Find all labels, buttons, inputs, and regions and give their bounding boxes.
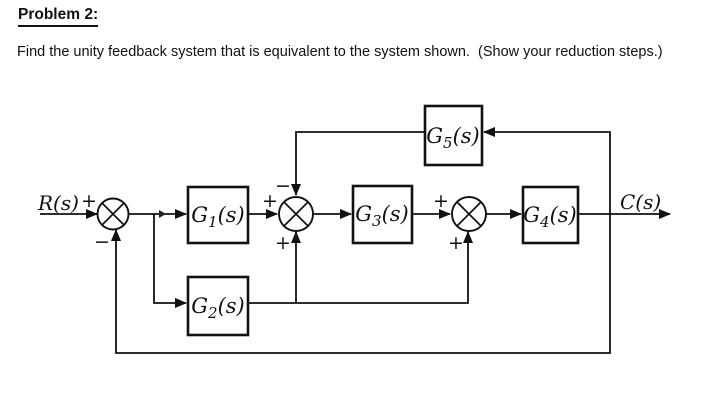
sum3-left-sign: + [433,190,449,212]
block-g4 [521,185,580,245]
sum3-x-icon [456,201,482,227]
block-g2-label: G2(s) [191,294,245,322]
block-g4-label: G4(s) [523,203,577,231]
sum1-left-sign: + [81,190,97,212]
output-label: C(s) [620,190,661,214]
block-g5 [423,104,484,167]
problem-instructions: Find the unity feedback system that is e… [17,44,663,60]
summing-junction-1 [96,197,130,231]
branch-to-g2-line [153,214,187,308]
g5-to-sum2-top-line [291,131,425,196]
outer-feedback-line [111,214,611,354]
summing-junction-2 [278,196,314,232]
block-g3 [351,184,414,245]
sum2-x-icon [283,201,309,227]
takeoff-to-g5-line [483,127,611,214]
block-g3-label: G3(s) [355,202,409,230]
block-g1-label: G1(s) [191,203,245,231]
g2-to-sum3-bottom-line [248,231,473,304]
problem-title: Problem 2: [18,5,99,27]
sum2-left-sign: + [262,190,278,212]
sum1-bottom-sign: − [94,231,110,253]
input-label: R(s) [37,191,79,215]
mid-arrowhead-icon [159,210,166,218]
sum1-x-icon [101,202,125,226]
block-g2 [186,275,250,337]
sum2-top-sign: − [275,175,291,197]
sum2-bottom-sign: + [275,232,291,254]
summing-junction-3 [451,196,487,232]
block-g5-label: G5(s) [426,124,480,152]
block-g1 [186,185,250,245]
sum3-bottom-sign: + [448,232,464,254]
